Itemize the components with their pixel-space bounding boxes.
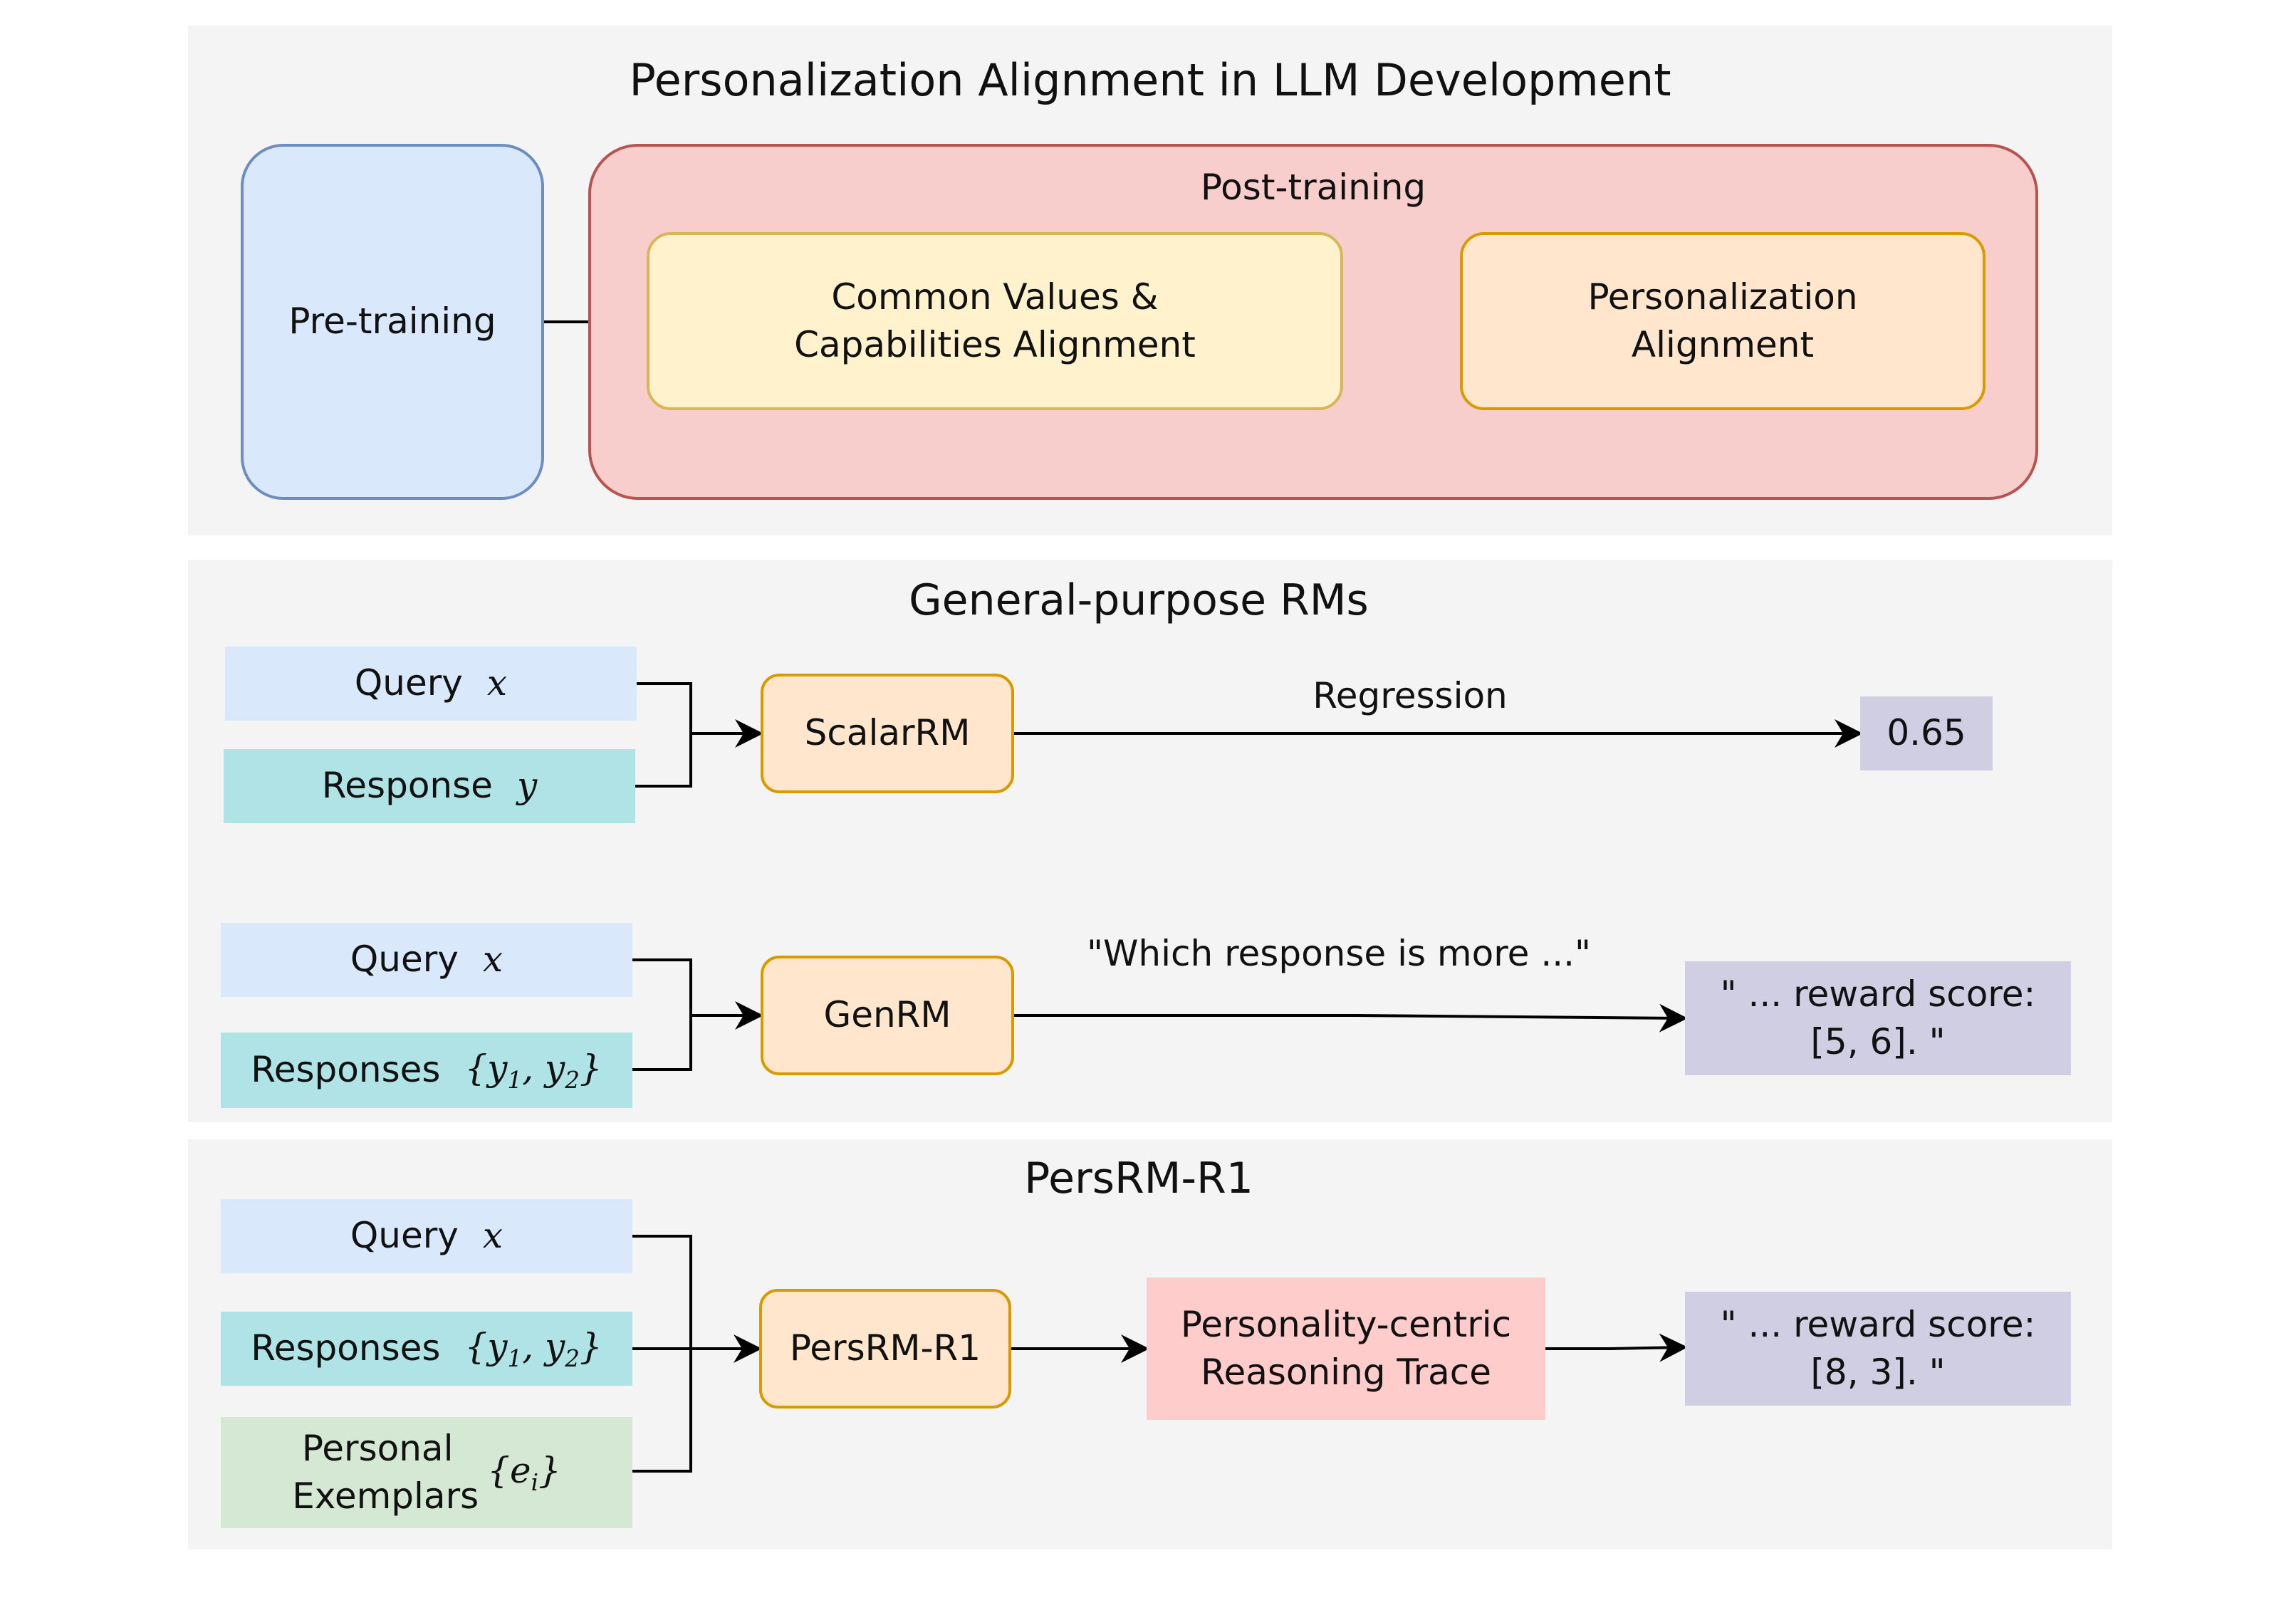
persrm-responses-label: Responses (251, 1327, 441, 1369)
section-title-llm-development: Personalization Alignment in LLM Develop… (629, 54, 1671, 106)
persrm-output-score: " ... reward score: [8, 3]. " (1685, 1292, 2071, 1406)
pretraining-box: Pre-training (241, 144, 544, 500)
scalar-response-var: y (516, 765, 538, 807)
gen-output-score: " ... reward score: [5, 6]. " (1685, 961, 2071, 1075)
scalar-rm-box: ScalarRM (761, 674, 1014, 793)
personalization-alignment-label: Personalization Alignment (1587, 276, 1858, 366)
scalar-query-input: Query x (225, 647, 637, 721)
persrm-output-value: " ... reward score: [8, 3]. " (1720, 1303, 2036, 1394)
persrm-exemplars-label: Personal Exemplars (292, 1427, 479, 1517)
persrm-query-label: Query (350, 1215, 459, 1257)
section-title-persrm: PersRM-R1 (1024, 1154, 1253, 1203)
gen-responses-var: {y1, y2} (464, 1047, 602, 1094)
regression-edge-label: Regression (1313, 675, 1508, 716)
scalar-output-value: 0.65 (1887, 712, 1966, 754)
persrm-model-box: PersRM-R1 (759, 1289, 1011, 1408)
common-values-label: Common Values & Capabilities Alignment (794, 276, 1196, 366)
posttraining-label: Post-training (1200, 167, 1426, 208)
persrm-responses-input: Responses {y1, y2} (221, 1312, 632, 1386)
persrm-exemplars-input: Personal Exemplars {ei} (221, 1417, 632, 1528)
pretraining-label: Pre-training (288, 300, 496, 343)
scalar-query-var: x (486, 662, 508, 704)
section-title-general-rms: General-purpose RMs (909, 575, 1369, 625)
gen-output-value: " ... reward score: [5, 6]. " (1720, 973, 2036, 1063)
gen-responses-label: Responses (251, 1049, 441, 1091)
gen-edge-label: "Which response is more ..." (1086, 933, 1591, 974)
gen-rm-label: GenRM (823, 994, 951, 1036)
common-values-box: Common Values & Capabilities Alignment (647, 232, 1343, 410)
persrm-query-var: x (482, 1215, 503, 1257)
scalar-response-input: Response y (224, 749, 635, 823)
scalar-rm-label: ScalarRM (804, 712, 971, 754)
scalar-response-label: Response (321, 765, 493, 807)
scalar-query-label: Query (354, 662, 463, 704)
gen-query-label: Query (350, 939, 459, 981)
gen-query-var: x (482, 939, 503, 981)
personalization-alignment-box: Personalization Alignment (1460, 232, 1985, 410)
persrm-model-label: PersRM-R1 (789, 1327, 981, 1369)
gen-query-input: Query x (221, 923, 632, 997)
persrm-query-input: Query x (221, 1199, 632, 1273)
persrm-responses-var: {y1, y2} (464, 1325, 602, 1372)
gen-rm-box: GenRM (761, 956, 1014, 1075)
persrm-exemplars-var: {ei} (487, 1449, 561, 1496)
reasoning-trace-box: Personality-centric Reasoning Trace (1147, 1277, 1545, 1420)
scalar-output-score: 0.65 (1860, 696, 1993, 770)
reasoning-trace-label: Personality-centric Reasoning Trace (1180, 1303, 1512, 1394)
gen-responses-input: Responses {y1, y2} (221, 1033, 632, 1108)
